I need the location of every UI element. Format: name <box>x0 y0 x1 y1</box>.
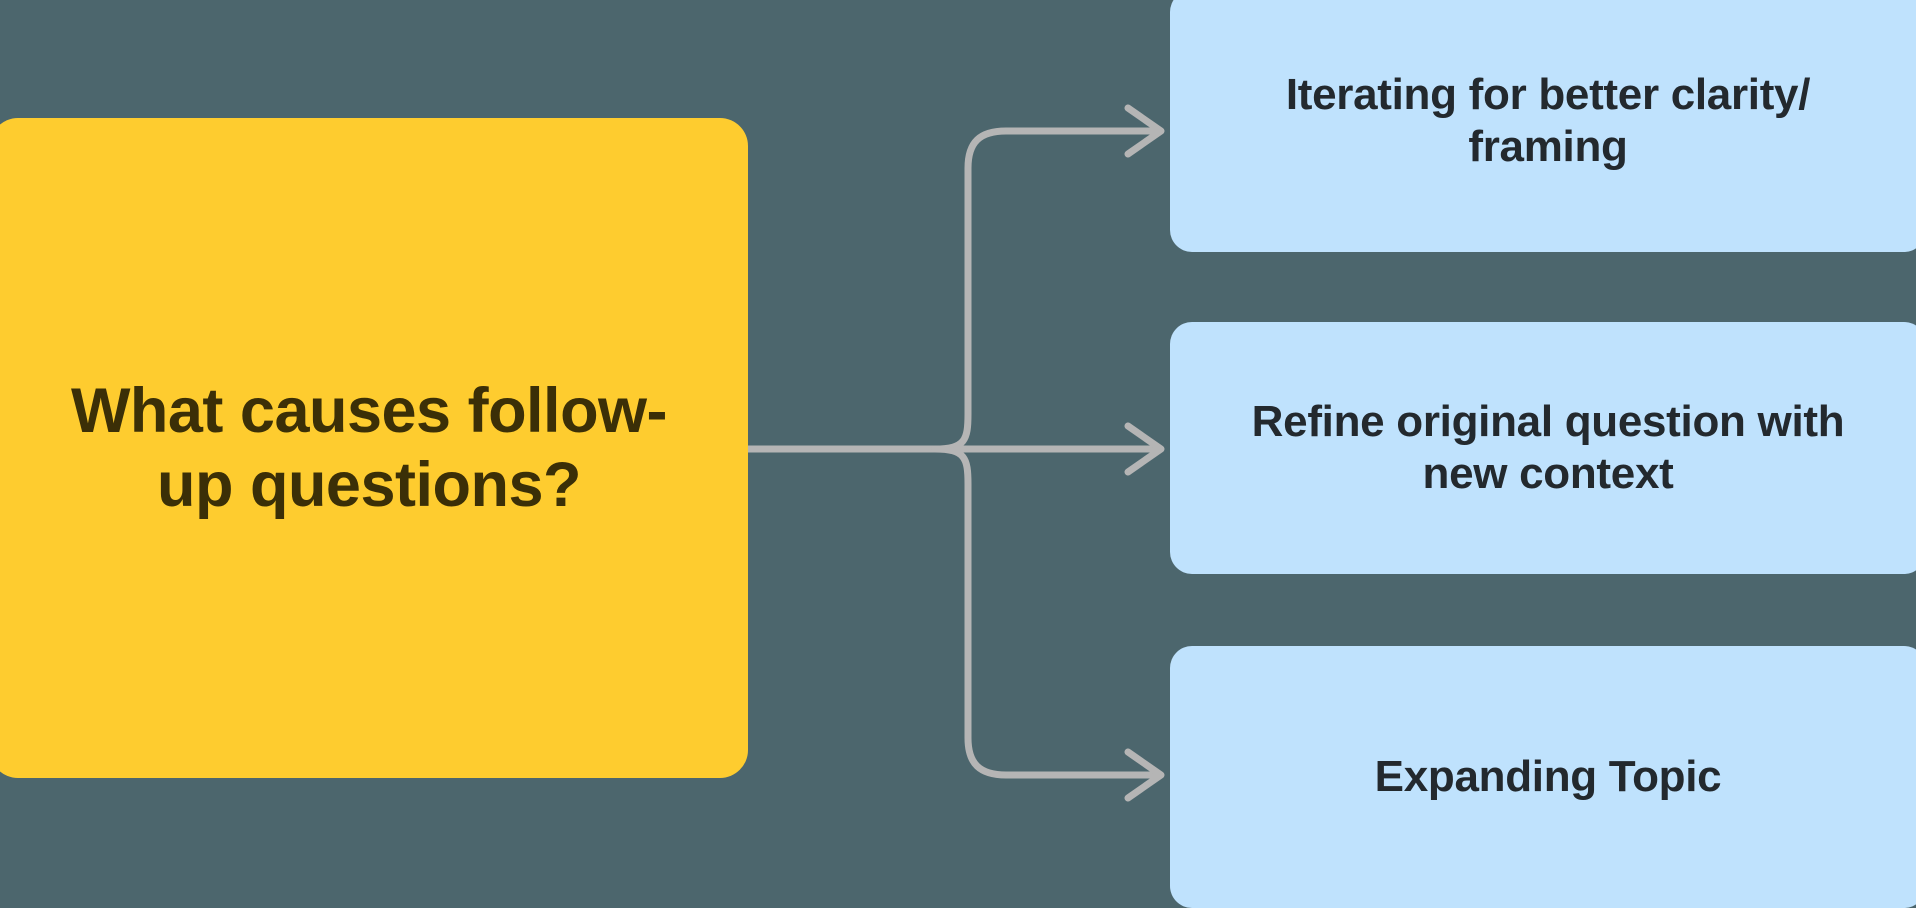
arrowhead-branch-3 <box>1124 748 1165 802</box>
branch-node-iterating[interactable]: Iterating for better clarity/ framing <box>1170 0 1916 252</box>
arrowhead-branch-2 <box>1124 422 1165 476</box>
branch-node-refine[interactable]: Refine original question with new contex… <box>1170 322 1916 574</box>
branch-node-expanding[interactable]: Expanding Topic <box>1170 646 1916 908</box>
branch-node-label: Refine original question with new contex… <box>1251 397 1845 498</box>
arrowhead-branch-1 <box>1124 104 1165 158</box>
branch-node-label: Iterating for better clarity/ framing <box>1285 70 1811 171</box>
connector-branch-3 <box>931 445 1164 779</box>
branch-node-label: Expanding Topic <box>1374 752 1722 802</box>
root-node-label: What causes follow-up questions? <box>70 375 668 520</box>
connector-branch-1 <box>931 127 1164 453</box>
root-node[interactable]: What causes follow-up questions? <box>0 118 748 778</box>
